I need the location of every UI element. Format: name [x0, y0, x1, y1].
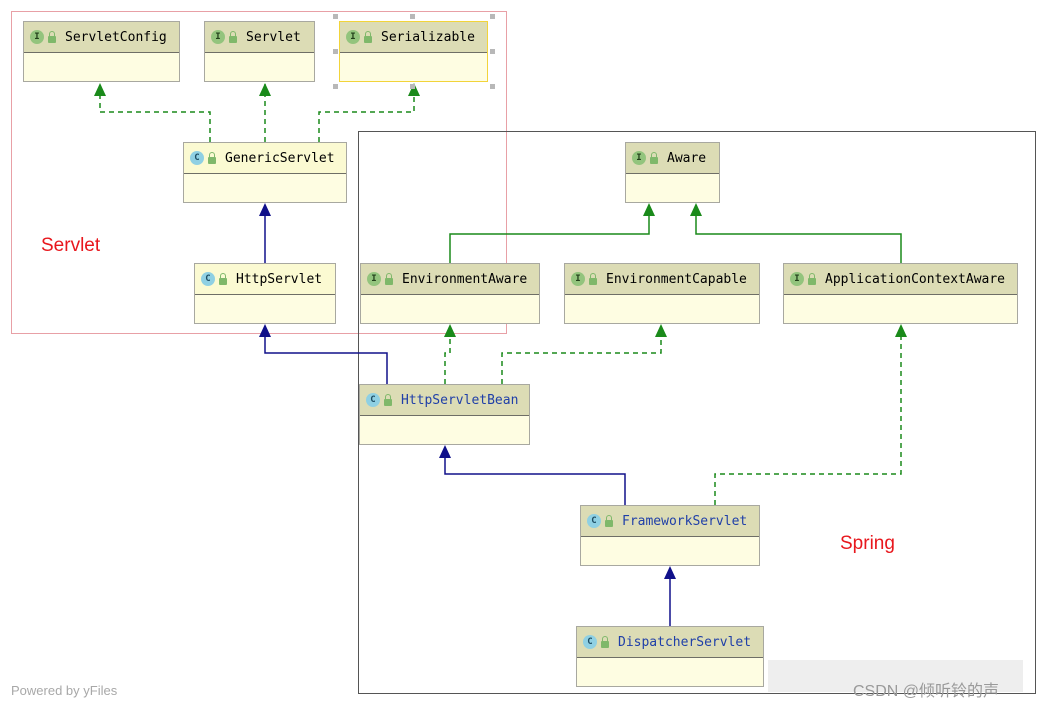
node-environmentcapable-name: EnvironmentCapable [606, 271, 747, 287]
lock-icon [589, 272, 597, 285]
node-applicationcontextaware-name: ApplicationContextAware [825, 271, 1006, 287]
lock-icon [601, 635, 609, 648]
node-httpservletbean-header: C HttpServletBean [360, 385, 529, 416]
selection-handle[interactable] [410, 84, 415, 89]
node-genericservlet-name: GenericServlet [225, 150, 335, 166]
edge-frameworkservlet-applicationcontextaware [714, 337, 902, 505]
lock-icon [364, 30, 372, 43]
arrow-servlet [259, 83, 271, 96]
lock-icon [208, 151, 216, 164]
selection-handle[interactable] [333, 84, 338, 89]
node-environmentaware[interactable]: I EnvironmentAware [360, 263, 540, 324]
arrow-environmentcapable [655, 324, 667, 337]
node-dispatcherservlet-name: DispatcherServlet [618, 634, 752, 650]
node-dispatcherservlet[interactable]: C DispatcherServlet [576, 626, 764, 687]
node-aware-header: I Aware [626, 143, 719, 174]
interface-icon: I [367, 272, 381, 286]
arrow-aware-right [690, 203, 702, 216]
selection-handle[interactable] [490, 49, 495, 54]
arrow-httpservlet [259, 324, 271, 337]
node-httpservlet[interactable]: C HttpServlet [194, 263, 336, 324]
lock-icon [384, 393, 392, 406]
edge-httpservletbean-httpservlet [264, 337, 388, 384]
arrow-environmentaware [444, 324, 456, 337]
node-servlet[interactable]: I Servlet [204, 21, 315, 82]
servlet-group-label: Servlet [41, 235, 101, 256]
arrow-genericservlet [259, 203, 271, 216]
node-environmentcapable[interactable]: I EnvironmentCapable [564, 263, 760, 324]
node-servlet-name: Servlet [246, 29, 301, 45]
arrow-aware-left [643, 203, 655, 216]
selection-handle[interactable] [490, 84, 495, 89]
node-frameworkservlet-name: FrameworkServlet [622, 513, 748, 529]
interface-icon: I [346, 30, 360, 44]
arrow-frameworkservlet [664, 566, 676, 579]
servlet-group-frame [11, 11, 507, 334]
selection-handle[interactable] [410, 14, 415, 19]
selection-handle[interactable] [490, 14, 495, 19]
node-genericservlet[interactable]: C GenericServlet [183, 142, 347, 203]
watermark-blur [768, 660, 1023, 692]
node-httpservlet-name: HttpServlet [236, 271, 323, 287]
watermark-text: CSDN @倾听铃的声 [853, 683, 1000, 700]
spring-group-label: Spring [840, 533, 895, 554]
lock-icon [808, 272, 816, 285]
node-applicationcontextaware[interactable]: I ApplicationContextAware [783, 263, 1018, 324]
lock-icon [219, 272, 227, 285]
edge-genericservlet-servletconfig [99, 84, 211, 142]
abstract-class-icon: C [587, 514, 601, 528]
powered-by-text: Powered by yFiles [11, 683, 118, 698]
arrow-serializable [408, 83, 420, 96]
selection-handle[interactable] [333, 49, 338, 54]
lock-icon [48, 30, 56, 43]
lock-icon [385, 272, 393, 285]
node-httpservletbean[interactable]: C HttpServletBean [359, 384, 530, 445]
lock-icon [229, 30, 237, 43]
node-aware[interactable]: I Aware [625, 142, 720, 203]
node-environmentaware-name: EnvironmentAware [402, 271, 528, 287]
abstract-class-icon: C [366, 393, 380, 407]
node-httpservletbean-name: HttpServletBean [401, 392, 519, 408]
lock-icon [605, 514, 613, 527]
node-frameworkservlet[interactable]: C FrameworkServlet [580, 505, 760, 566]
node-servletconfig[interactable]: I ServletConfig [23, 21, 180, 82]
edge-httpservletbean-environmentaware [444, 337, 451, 384]
edge-frameworkservlet-httpservletbean [444, 458, 626, 505]
arrow-applicationcontextaware [895, 324, 907, 337]
node-servletconfig-name: ServletConfig [65, 29, 167, 45]
node-serializable-header: I Serializable [340, 22, 487, 53]
interface-icon: I [571, 272, 585, 286]
node-httpservlet-header: C HttpServlet [195, 264, 335, 295]
edge-applicationcontextaware-aware [695, 215, 902, 263]
class-icon: C [583, 635, 597, 649]
interface-icon: I [790, 272, 804, 286]
node-aware-name: Aware [667, 150, 707, 166]
edge-environmentaware-aware [449, 215, 650, 263]
arrow-httpservletbean [439, 445, 451, 458]
selection-handle[interactable] [333, 14, 338, 19]
interface-icon: I [30, 30, 44, 44]
interface-icon: I [632, 151, 646, 165]
node-environmentaware-header: I EnvironmentAware [361, 264, 539, 295]
node-servlet-header: I Servlet [205, 22, 314, 53]
edge-genericservlet-serializable [318, 84, 415, 142]
node-applicationcontextaware-header: I ApplicationContextAware [784, 264, 1017, 295]
node-frameworkservlet-header: C FrameworkServlet [581, 506, 759, 537]
node-servletconfig-header: I ServletConfig [24, 22, 179, 53]
node-environmentcapable-header: I EnvironmentCapable [565, 264, 759, 295]
arrow-servletconfig [94, 83, 106, 96]
node-serializable-name: Serializable [381, 29, 475, 45]
spring-group-frame [358, 131, 1036, 694]
interface-icon: I [211, 30, 225, 44]
edge-httpservletbean-environmentcapable [501, 337, 662, 384]
node-genericservlet-header: C GenericServlet [184, 143, 346, 174]
node-dispatcherservlet-header: C DispatcherServlet [577, 627, 763, 658]
abstract-class-icon: C [190, 151, 204, 165]
abstract-class-icon: C [201, 272, 215, 286]
lock-icon [650, 151, 658, 164]
node-serializable[interactable]: I Serializable [339, 21, 488, 82]
